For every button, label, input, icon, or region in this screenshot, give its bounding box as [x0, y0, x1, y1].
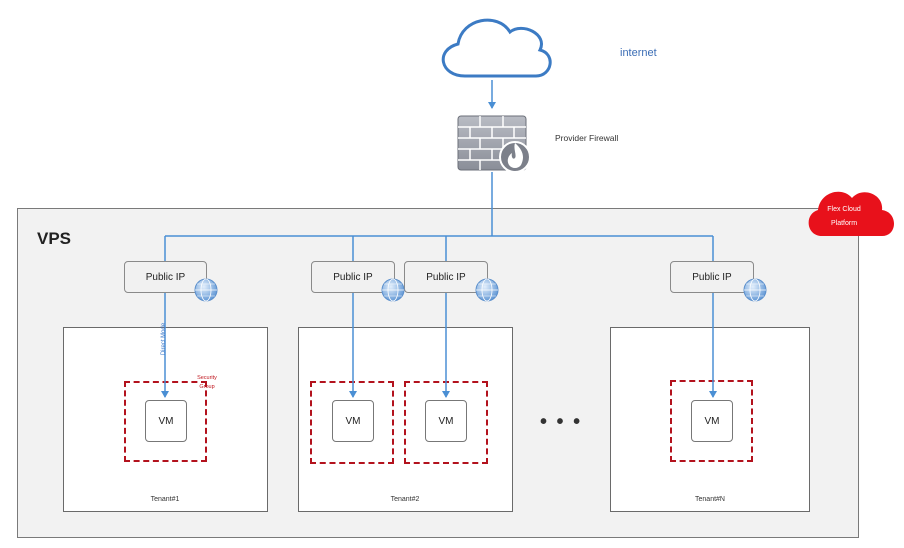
public-ip-box-1[interactable]: Public IP	[124, 261, 207, 293]
internet-label: internet	[620, 47, 657, 59]
vm-box-3[interactable]: VM	[425, 400, 467, 442]
security-group-label: Security Group	[192, 374, 222, 392]
security-group-4	[670, 380, 753, 462]
direct-mode-label: Direct Mode	[161, 322, 168, 356]
flex-cloud-label-line2: Platform	[830, 220, 858, 227]
tenant-label-2: Tenant#2	[390, 496, 420, 503]
vps-title: VPS	[37, 229, 72, 248]
security-group-2	[310, 381, 394, 464]
provider-firewall-label: Provider Firewall	[555, 133, 619, 143]
flex-cloud-label: Flex Cloud Platform	[812, 203, 876, 231]
vm-box-4[interactable]: VM	[691, 400, 733, 442]
tenant-label-1: Tenant#1	[150, 496, 180, 503]
public-ip-box-4[interactable]: Public IP	[670, 261, 754, 293]
vm-box-1[interactable]: VM	[145, 400, 187, 442]
security-group-label-line2: Group	[199, 384, 215, 390]
globe-icon	[743, 278, 767, 302]
tenant-label-n: Tenant#N	[695, 496, 725, 503]
globe-icon	[194, 278, 218, 302]
public-ip-box-2[interactable]: Public IP	[311, 261, 395, 293]
more-tenants-ellipsis: • • •	[540, 411, 583, 433]
cloud-icon	[441, 18, 552, 78]
public-ip-box-3[interactable]: Public IP	[404, 261, 488, 293]
globe-icon	[381, 278, 405, 302]
globe-icon	[475, 278, 499, 302]
security-group-label-line1: Security	[197, 375, 217, 381]
flex-cloud-icon	[808, 191, 894, 236]
firewall-icon	[457, 115, 531, 173]
flex-cloud-label-line1: Flex Cloud	[827, 206, 861, 213]
vm-box-2[interactable]: VM	[332, 400, 374, 442]
